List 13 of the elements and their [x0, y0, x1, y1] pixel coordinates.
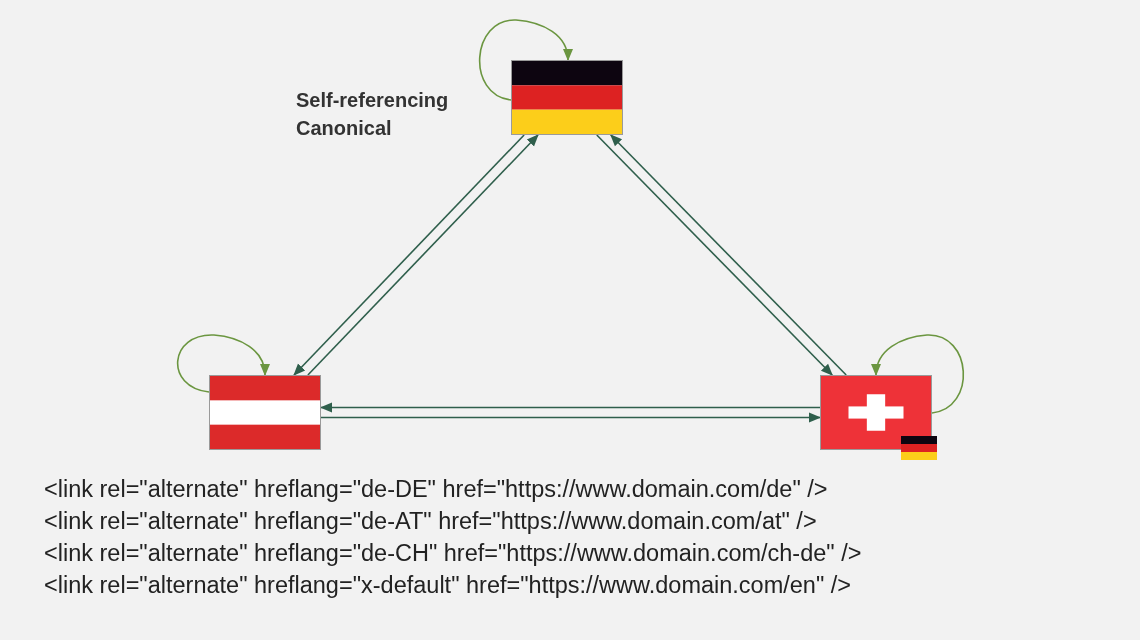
code-line: <link rel="alternate" hreflang="x-default" href="https://www.domain.com/en" />: [44, 572, 852, 599]
flag-drawing: [511, 60, 623, 135]
loop-arrow: [176, 334, 270, 393]
code-line: <link rel="alternate" hreflang="de-AT" href="https://www.domain.com/at" />: [44, 508, 817, 535]
code-line: <link rel="alternate" hreflang="de-DE" href="https://www.domain.com/de" />: [44, 476, 828, 503]
arrow: [320, 412, 821, 423]
loop-arrow: [871, 334, 965, 414]
code-line: <link rel="alternate" hreflang="de-CH" href="https://www.domain.com/ch-de" />: [44, 540, 862, 567]
flag-drawing: [209, 375, 321, 450]
annotation-text: Self-referencing Canonical: [296, 88, 450, 141]
loop-arrow: [478, 19, 573, 101]
flag-drawing: [820, 375, 932, 450]
arrow: [320, 402, 821, 413]
